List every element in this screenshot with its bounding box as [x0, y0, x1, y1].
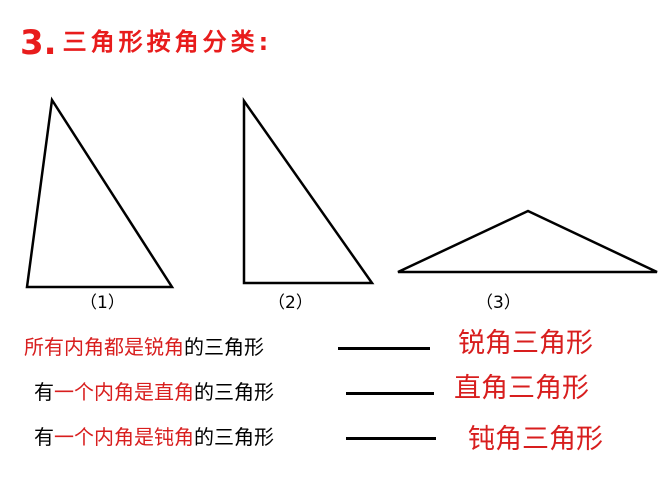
- statement-right-prefix: 有: [34, 380, 54, 404]
- figure-label-1: （1）: [80, 293, 125, 313]
- statement-acute-suffix: 的三角形: [184, 335, 264, 359]
- answer-acute-triangle: 锐角三角形: [458, 328, 593, 359]
- connector-dash-2: [346, 392, 434, 395]
- statement-obtuse-condition: 一个内角是钝角: [54, 425, 194, 449]
- connector-dash-1: [338, 347, 430, 350]
- statement-obtuse-suffix: 的三角形: [194, 425, 274, 449]
- statement-right-suffix: 的三角形: [194, 380, 274, 404]
- answer-obtuse-triangle: 钝角三角形: [468, 424, 603, 455]
- statement-right-condition: 一个内角是直角: [54, 380, 194, 404]
- slide-title: 3.三角形按角分类:: [20, 26, 272, 60]
- answer-right-triangle: 直角三角形: [454, 373, 589, 404]
- statement-acute-condition: 所有内角都是锐角: [24, 335, 184, 359]
- title-text: 三角形按角分类:: [62, 28, 273, 56]
- title-number: 3.: [20, 23, 57, 63]
- obtuse-triangle: [397, 209, 658, 274]
- statement-right: 有一个内角是直角的三角形: [34, 382, 274, 402]
- acute-triangle: [25, 96, 175, 289]
- statement-obtuse: 有一个内角是钝角的三角形: [34, 427, 274, 447]
- statement-acute: 所有内角都是锐角的三角形: [24, 337, 264, 357]
- figure-label-3: （3）: [476, 293, 521, 313]
- statement-obtuse-prefix: 有: [34, 425, 54, 449]
- right-triangle: [242, 97, 375, 285]
- connector-dash-3: [346, 437, 436, 440]
- figure-label-2: （2）: [268, 293, 313, 313]
